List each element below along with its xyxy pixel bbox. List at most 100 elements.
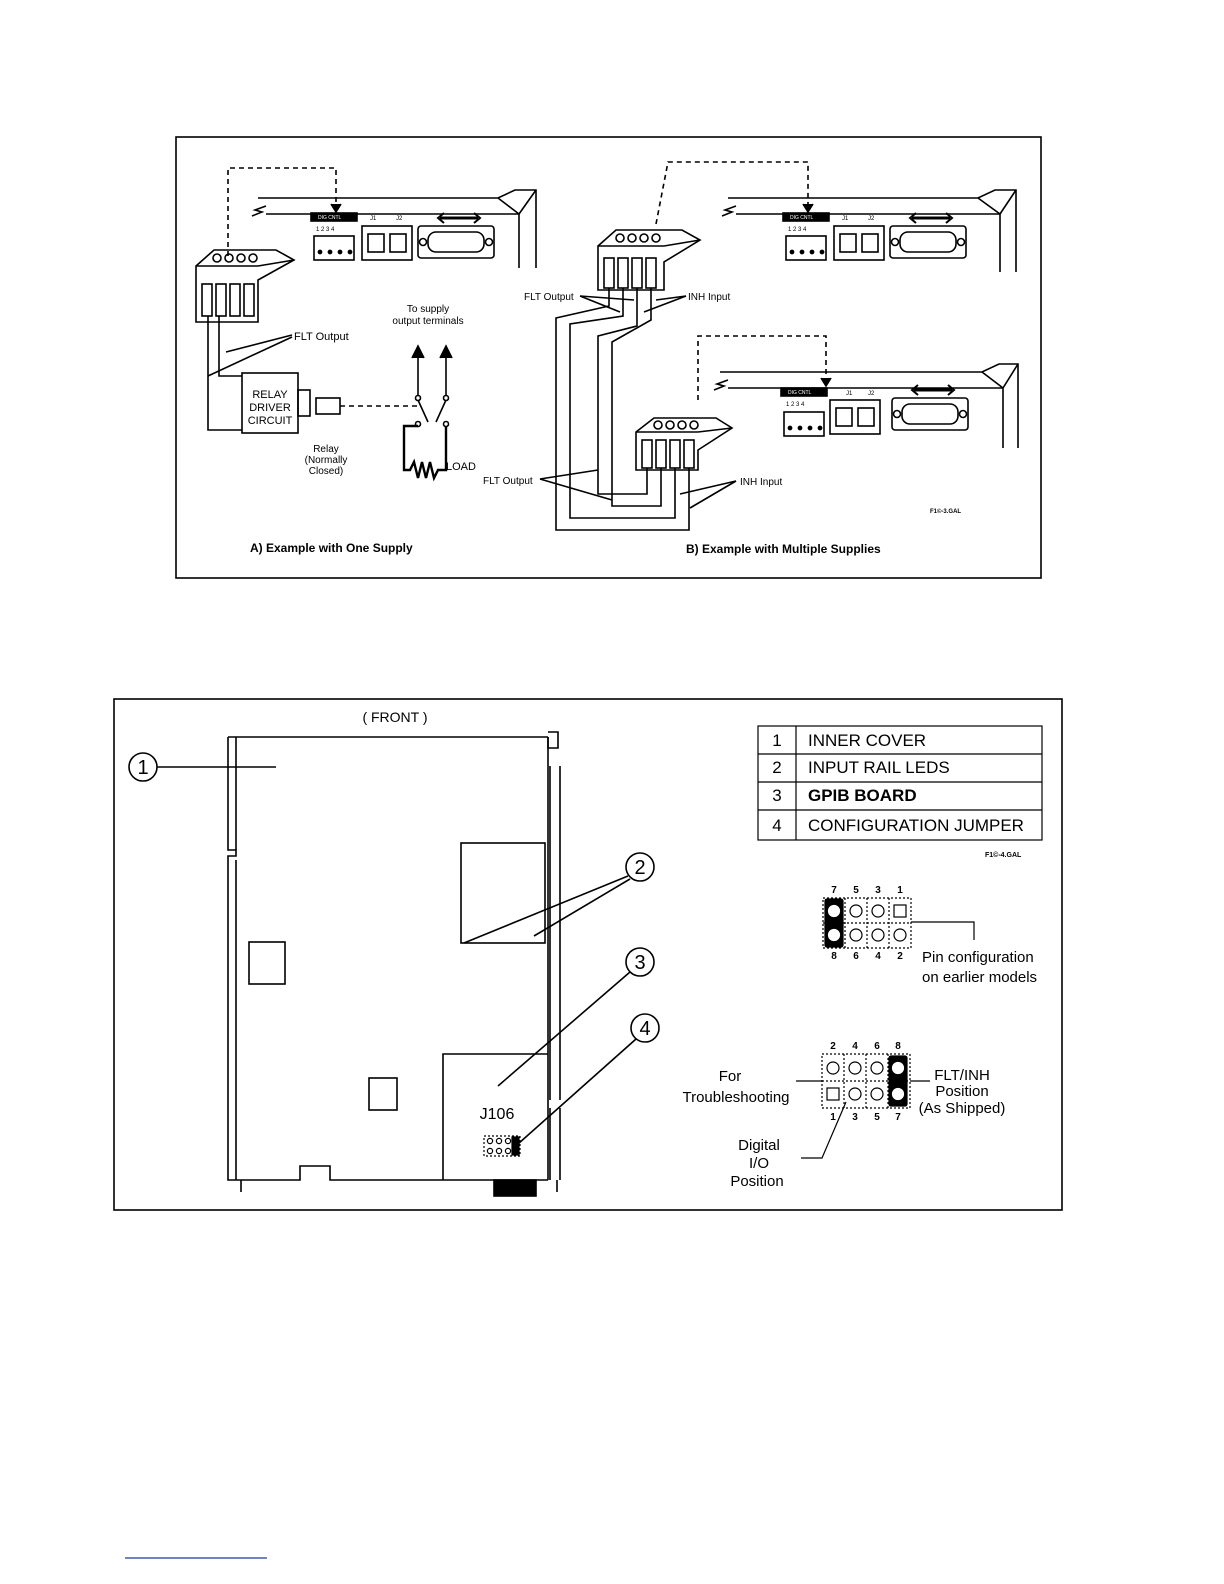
b-lower-dig-cntl-label: DIG CNTL <box>788 390 812 396</box>
b-upper-j1-label: J1 <box>842 216 849 222</box>
chassis-outline <box>227 731 561 1197</box>
legend-label-1: INNER COVER <box>808 731 926 750</box>
a-to-supply-line-2: output terminals <box>392 316 463 327</box>
earlier-top-pin-5: 5 <box>853 885 859 896</box>
digital-io-line-3: Position <box>730 1173 783 1190</box>
a-supply-panel <box>227 167 537 268</box>
legend-num-1: 1 <box>772 731 781 750</box>
earlier-top-pin-3: 3 <box>875 885 881 896</box>
b-flt-output-label-2: FLT Output <box>483 476 533 487</box>
b-lower-pins-label: 1 2 3 4 <box>786 402 805 408</box>
a-load-label: LOAD <box>446 461 476 473</box>
b-upper-pins-label: 1 2 3 4 <box>788 227 807 233</box>
a-relay-coil <box>315 397 341 415</box>
input-rail-leds-area <box>460 842 546 944</box>
legend-label-4: CONFIGURATION JUMPER <box>808 816 1024 835</box>
b-inh-input-label-1: INH Input <box>688 292 730 303</box>
current-top-pin-8: 8 <box>895 1041 901 1052</box>
callout-2-circle <box>625 852 655 882</box>
legend-label-2: INPUT RAIL LEDS <box>808 758 950 777</box>
earlier-caption-line-1: Pin configuration <box>922 949 1034 966</box>
b-lower-terminal-plug <box>635 417 734 471</box>
legend-num-2: 2 <box>772 758 781 777</box>
callout-1-number: 1 <box>137 757 148 779</box>
b-inh-input-label-2: INH Input <box>740 477 782 488</box>
j106-label: J106 <box>480 1106 515 1123</box>
digital-io-line-2: I/O <box>749 1155 769 1172</box>
a-to-supply-line-1: To supply <box>407 304 449 315</box>
earlier-caption-line-2: on earlier models <box>922 969 1037 986</box>
callout-4-number: 4 <box>639 1018 650 1040</box>
figure-1-frame <box>175 136 1042 579</box>
a-relay-driver-line-2: DRIVER <box>249 402 291 414</box>
a-load-circuit <box>402 344 453 482</box>
figure-1-code: F1©-3.GAL <box>930 508 961 515</box>
callout-2-number: 2 <box>634 857 645 879</box>
legend-num-3: 3 <box>772 786 781 805</box>
figure-1b-caption: B) Example with Multiple Supplies <box>686 542 881 556</box>
chassis-square-2 <box>368 1077 398 1111</box>
b-upper-j2-label: J2 <box>868 216 875 222</box>
figure-2-frame <box>113 698 1063 1211</box>
digital-io-line-1: Digital <box>738 1137 780 1154</box>
current-bottom-pin-5: 5 <box>874 1112 880 1123</box>
current-bottom-pin-1: 1 <box>830 1112 836 1123</box>
a-dig-cntl-connector <box>313 235 355 261</box>
b-flt-output-label-1: FLT Output <box>524 292 574 303</box>
legend-table <box>757 725 1043 841</box>
current-bottom-pin-3: 3 <box>852 1112 858 1123</box>
a-pins-label: 1 2 3 4 <box>316 227 335 233</box>
callout-3-circle <box>625 947 655 977</box>
callout-3-number: 3 <box>634 952 645 974</box>
current-top-pin-6: 6 <box>874 1041 880 1052</box>
a-flt-output-label: FLT Output <box>294 331 349 343</box>
chassis-square-1 <box>248 941 286 985</box>
b-lower-supply-panel <box>697 335 1019 448</box>
current-top-pin-4: 4 <box>852 1041 858 1052</box>
gpib-board-outline <box>442 1053 548 1180</box>
flt-inh-line-2: Position <box>935 1083 988 1100</box>
figure-1-text: DIG CNTL 1 2 3 4 J1 J2 DIG CNTL 1 2 3 4 … <box>248 215 962 556</box>
a-j1-label: J1 <box>370 216 377 222</box>
figure-2-code: F1©-4.GAL <box>985 851 1022 859</box>
legend-label-3: GPIB BOARD <box>808 786 917 805</box>
legend-num-4: 4 <box>772 816 781 835</box>
b-lower-j1-label: J1 <box>846 391 853 397</box>
a-gpib-connector <box>417 225 495 259</box>
a-wires <box>207 316 293 431</box>
a-relay-line-1: Relay <box>313 444 339 455</box>
a-relay-line-3: Closed) <box>309 466 343 477</box>
b-upper-supply-panel <box>655 161 1017 272</box>
flt-inh-line-3: (As Shipped) <box>919 1100 1006 1117</box>
a-dig-cntl-label-bar <box>310 212 358 222</box>
earlier-top-pin-7: 7 <box>831 885 837 896</box>
b-upper-dig-cntl-label: DIG CNTL <box>790 215 814 221</box>
a-relay-driver-line-3: CIRCUIT <box>248 415 293 427</box>
current-top-pin-2: 2 <box>830 1041 836 1052</box>
figure-1a-caption: A) Example with One Supply <box>250 541 413 555</box>
troubleshooting-line-2: Troubleshooting <box>682 1089 789 1106</box>
callout-4-circle <box>630 1013 660 1043</box>
a-dig-cntl-label: DIG CNTL <box>318 215 342 221</box>
b-upper-terminal-plug <box>597 229 702 291</box>
troubleshooting-line-1: For <box>719 1068 742 1085</box>
figure-1 <box>175 136 1042 579</box>
b-interconnect-wires <box>539 288 737 531</box>
a-relay-driver-line-1: RELAY <box>252 389 288 401</box>
current-jumper <box>796 1053 930 1159</box>
front-label: ( FRONT ) <box>362 709 427 725</box>
figure-2-text: ( FRONT ) 1 2 3 4 J106 1 INNER COVER 2 I… <box>137 709 1037 1190</box>
earlier-bottom-pin-4: 4 <box>875 951 881 962</box>
figure-2 <box>113 698 1063 1211</box>
earlier-top-pin-1: 1 <box>897 885 903 896</box>
a-terminal-plug <box>195 249 296 323</box>
current-bottom-pin-7: 7 <box>895 1112 901 1123</box>
earlier-bottom-pin-6: 6 <box>853 951 859 962</box>
flt-inh-line-1: FLT/INH <box>934 1067 990 1084</box>
a-j2-label: J2 <box>396 216 403 222</box>
j106-jumper-block <box>483 1135 521 1157</box>
b-lower-j2-label: J2 <box>868 391 875 397</box>
earlier-models-jumper <box>822 897 975 949</box>
a-j1-j2-connectors <box>361 225 413 261</box>
